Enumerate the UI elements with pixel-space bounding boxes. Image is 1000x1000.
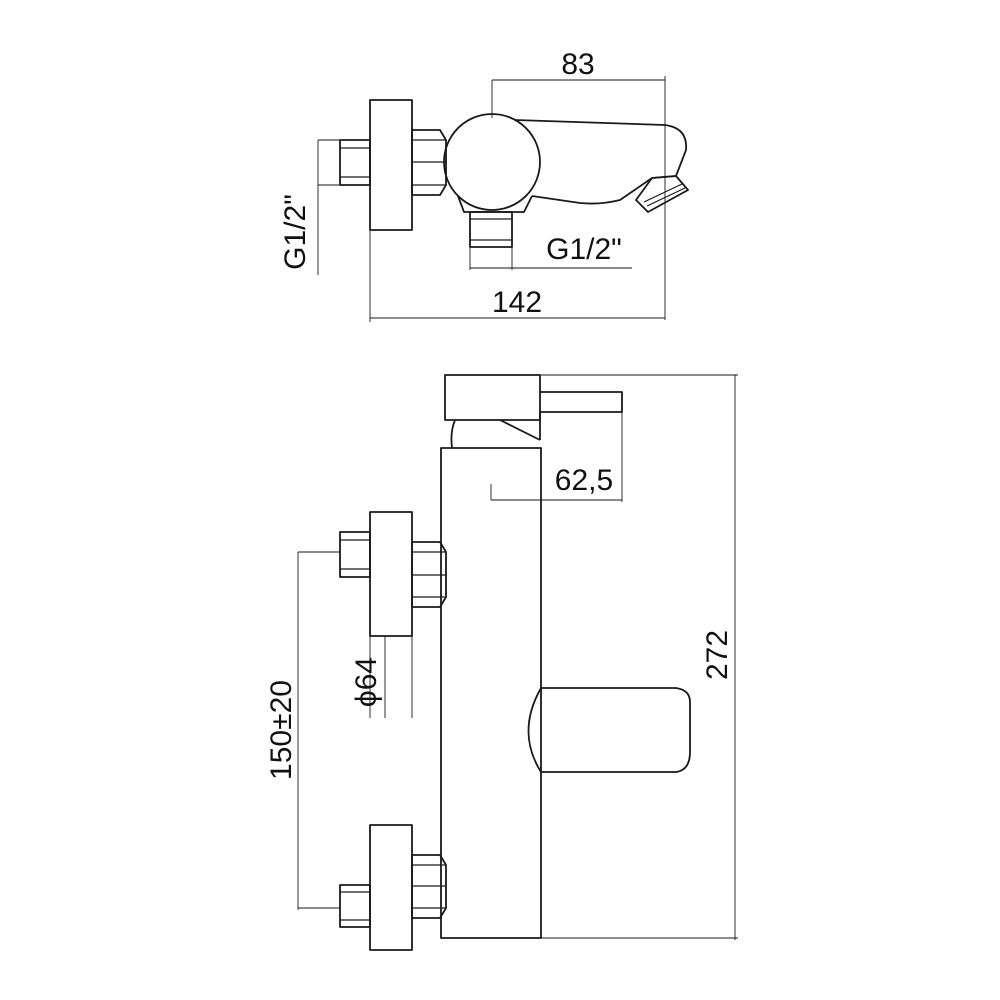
front-handle-neck: [450, 412, 541, 449]
front-lower-rosette: [369, 824, 413, 951]
top-rosette: [369, 99, 413, 231]
top-aerator: [635, 175, 689, 213]
dim-83-label: 83: [561, 48, 594, 81]
dim-142-label: 142: [492, 286, 542, 319]
dim-150-20-label: 150±20: [265, 680, 298, 780]
dim-62-5-label: 62,5: [555, 464, 613, 497]
top-wall-inlet: [339, 139, 371, 186]
top-mixer-body: [443, 113, 541, 211]
front-spout: [527, 687, 691, 773]
front-dimensions: 62,5 272 ϕ64 150±20: [265, 374, 738, 940]
top-outlet-thread: [469, 211, 513, 248]
front-upper-rosette: [369, 511, 413, 637]
front-upper-inlet: [339, 531, 371, 578]
front-lower-inlet: [339, 884, 371, 928]
front-view: [339, 374, 691, 951]
dim-g12-wall-label: G1/2": [279, 194, 312, 270]
front-handle-lever: [540, 391, 623, 413]
top-dimensions: 83 142 G1/2" G1/2": [279, 48, 666, 322]
front-handle-top: [444, 374, 541, 421]
dim-phi64-label: ϕ64: [350, 657, 383, 707]
dim-g12-outlet-label: G1/2": [546, 233, 622, 266]
dim-272-label: 272: [701, 630, 734, 680]
front-mixer-body: [440, 447, 542, 939]
top-view: [339, 99, 689, 248]
